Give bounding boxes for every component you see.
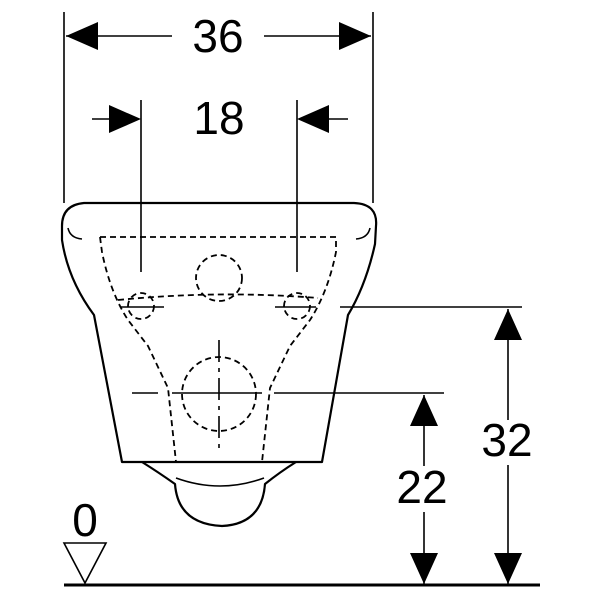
arrowhead-left — [66, 22, 98, 50]
floor-level-triangle-icon — [62, 542, 108, 585]
toilet-body-inner-rim-right — [355, 227, 371, 240]
hidden-water-inlet-circle — [195, 254, 243, 302]
outlet-height-label: 22 — [396, 461, 447, 513]
centre-lines — [120, 306, 522, 452]
arrowhead-down — [410, 553, 438, 584]
fixing-centres-label: 18 — [193, 92, 244, 144]
hidden-tank-outline-left — [99, 236, 177, 463]
arrowhead-down — [494, 553, 522, 584]
fixing-centres-dimension: 18 — [92, 92, 348, 272]
toilet-body-outer — [60, 201, 378, 464]
hidden-tank-outline — [100, 236, 337, 463]
floor-reference: 0 — [62, 494, 540, 587]
hidden-fixing-hole-left — [127, 292, 155, 320]
arrowhead-left-pointing — [297, 105, 329, 133]
arrowhead-right — [339, 22, 371, 50]
arrowhead-up — [494, 309, 522, 340]
toilet-bowl-inner-line — [175, 477, 265, 487]
fixing-height-dimension: 32 — [481, 309, 533, 584]
hidden-fixing-bar — [117, 293, 319, 301]
floor-reference-label: 0 — [72, 494, 98, 546]
overall-width-label: 36 — [192, 10, 243, 62]
hidden-lines — [99, 236, 337, 463]
toilet-body-inner-rim — [67, 227, 83, 240]
arrowhead-up — [410, 395, 438, 426]
toilet-bowl-bottom — [141, 461, 297, 528]
arrowhead-right-pointing — [109, 105, 141, 133]
fixing-height-label: 32 — [481, 414, 532, 466]
overall-width-dimension: 36 — [63, 10, 374, 203]
toilet-outline — [60, 201, 378, 528]
hidden-fixing-hole-right — [283, 292, 311, 320]
outlet-height-dimension: 22 — [396, 395, 448, 584]
